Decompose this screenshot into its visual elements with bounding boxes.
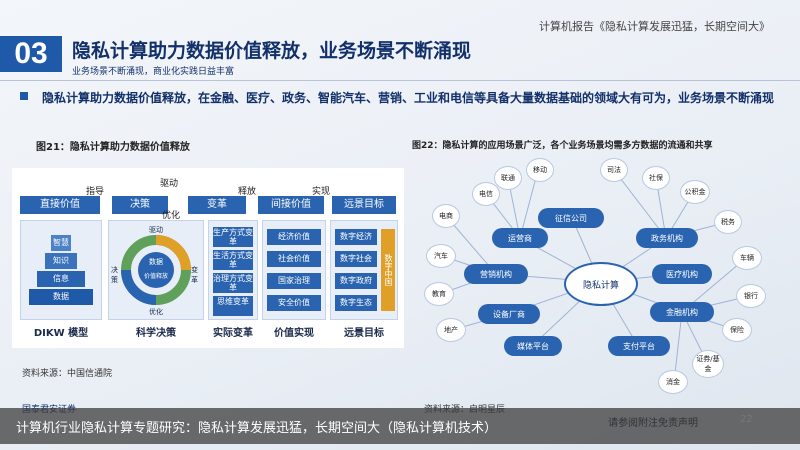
pill-credit-company: 征信公司 bbox=[538, 208, 604, 228]
node-social-security: 社保 bbox=[642, 166, 670, 190]
node-ecommerce: 电商 bbox=[432, 204, 460, 228]
stage-vision: 远景目标 bbox=[332, 196, 396, 214]
goal-digital-ecology: 数字生态 bbox=[335, 295, 377, 311]
node-securities-fund: 证券/基金 bbox=[692, 350, 724, 378]
center-node: 隐私计算 bbox=[564, 262, 638, 306]
cycle-label-drive: 驱动 bbox=[149, 226, 163, 234]
goal-block: 数字经济 数字社会 数字政府 数字生态 数字中国 bbox=[330, 220, 398, 320]
goal-digital-government: 数字政府 bbox=[335, 273, 377, 289]
decision-block: 数据 价值释放 驱动 决策 变革 优化 bbox=[108, 220, 204, 320]
cycle-center: 数据 bbox=[149, 258, 163, 266]
node-mobile: 移动 bbox=[526, 158, 554, 182]
node-bank: 银行 bbox=[736, 284, 766, 308]
pill-marketing: 营销机构 bbox=[464, 264, 528, 284]
node-telecom: 电信 bbox=[472, 182, 500, 206]
title-divider bbox=[0, 80, 800, 81]
value-social: 社会价值 bbox=[267, 251, 321, 267]
pyramid-information: 信息 bbox=[37, 271, 85, 287]
cycle-label-change: 变革 bbox=[191, 266, 198, 284]
change-production: 生产方式变革 bbox=[213, 227, 253, 247]
footer-disclaimer: 请参阅附注免责声明 bbox=[608, 418, 698, 429]
change-block: 生产方式变革 生活方式变革 治理方式变革 思维变革 bbox=[208, 220, 258, 320]
pill-media-platform: 媒体平台 bbox=[504, 336, 562, 356]
pyramid-wisdom: 智慧 bbox=[51, 235, 71, 251]
arrow-label-realize: 实现 bbox=[312, 187, 331, 197]
change-life: 生活方式变革 bbox=[213, 250, 253, 270]
pill-device-vendor: 设备厂商 bbox=[478, 304, 540, 324]
cycle-label-decision: 决策 bbox=[111, 266, 118, 284]
change-governance: 治理方式变革 bbox=[213, 273, 253, 293]
pyramid-data: 数据 bbox=[29, 289, 93, 305]
footer-band bbox=[0, 408, 800, 444]
node-insurance: 保险 bbox=[722, 318, 752, 342]
dikw-block: 智慧 知识 信息 数据 bbox=[20, 220, 102, 320]
value-security: 安全价值 bbox=[267, 295, 321, 311]
node-vehicle: 车辆 bbox=[732, 246, 762, 270]
col-label-value: 价值实现 bbox=[274, 328, 314, 339]
fig22-diagram: 隐私计算 征信公司 运营商 政务机构 营销机构 医疗机构 设备厂商 金融机构 媒… bbox=[412, 150, 788, 400]
arrow-label-drive: 驱动 bbox=[160, 179, 179, 189]
fig21-diagram: 直接价值 决策 变革 间接价值 远景目标 指导 驱动 优化 释放 实现 智慧 知… bbox=[12, 168, 404, 348]
page-subtitle: 业务场景不断涌现，商业化实践日益丰富 bbox=[72, 67, 235, 77]
value-economic: 经济价值 bbox=[267, 229, 321, 245]
col-label-dikw: DIKW 模型 bbox=[33, 328, 89, 339]
pyramid-knowledge: 知识 bbox=[45, 253, 77, 269]
goal-digital-china: 数字中国 bbox=[381, 229, 395, 311]
cycle-inner: 价值释放 bbox=[143, 273, 168, 280]
node-judicial: 司法 bbox=[600, 158, 628, 182]
value-governance: 国家治理 bbox=[267, 273, 321, 289]
arrow-label-guide: 指导 bbox=[86, 187, 105, 197]
goal-digital-economy: 数字经济 bbox=[335, 229, 377, 245]
node-education: 教育 bbox=[424, 282, 454, 306]
stage-direct-value: 直接价值 bbox=[20, 196, 100, 214]
pill-financial: 金融机构 bbox=[650, 302, 714, 322]
arrow-label-optimize: 优化 bbox=[162, 211, 181, 221]
stage-indirect-value: 间接价值 bbox=[258, 196, 324, 214]
node-unicom: 联通 bbox=[494, 166, 522, 190]
page-number: 22 bbox=[740, 414, 753, 425]
arrow-label-release: 释放 bbox=[238, 187, 257, 197]
section-number: 03 bbox=[0, 36, 62, 72]
fig21-source: 资料来源：中国信通院 bbox=[22, 369, 113, 379]
node-auto: 汽车 bbox=[426, 244, 456, 268]
stage-change: 变革 bbox=[188, 196, 246, 214]
node-consumer-finance: 消金 bbox=[658, 370, 688, 394]
col-label-vision: 远景目标 bbox=[344, 328, 384, 339]
footer-caption: 计算机行业隐私计算专题研究：隐私计算发展迅猛，长期空间大（隐私计算机技术） bbox=[16, 421, 498, 436]
node-housing-fund: 公积金 bbox=[680, 180, 710, 204]
pill-operator: 运营商 bbox=[492, 228, 548, 248]
pill-government: 政务机构 bbox=[636, 228, 698, 248]
pill-medical: 医疗机构 bbox=[652, 264, 712, 284]
col-label-change: 实际变革 bbox=[213, 328, 253, 339]
stage-decision: 决策 bbox=[112, 196, 168, 214]
cycle-label-optimize: 优化 bbox=[149, 308, 163, 316]
fig21-title: 图21：隐私计算助力数据价值释放 bbox=[36, 142, 190, 153]
bullet-marker bbox=[20, 92, 28, 100]
value-block: 经济价值 社会价值 国家治理 安全价值 bbox=[262, 220, 326, 320]
change-thinking: 思维变革 bbox=[213, 296, 253, 316]
report-reference: 计算机报告《隐私计算发展迅猛，长期空间大》 bbox=[539, 20, 770, 33]
node-tax: 税务 bbox=[714, 210, 742, 234]
page-title: 隐私计算助力数据价值释放，业务场景不断涌现 bbox=[72, 40, 472, 62]
fig22-title: 图22：隐私计算的应用场景广泛，各个业务场景均需多方数据的流通和共享 bbox=[412, 141, 713, 151]
col-label-decision: 科学决策 bbox=[136, 328, 176, 339]
goal-digital-society: 数字社会 bbox=[335, 251, 377, 267]
node-real-estate: 地产 bbox=[436, 318, 466, 342]
bullet-text: 隐私计算助力数据价值释放，在金融、医疗、政务、智能汽车、营销、工业和电信等具备大… bbox=[42, 91, 775, 105]
cycle-icon bbox=[121, 235, 191, 305]
pill-payment-platform: 支付平台 bbox=[608, 336, 670, 356]
